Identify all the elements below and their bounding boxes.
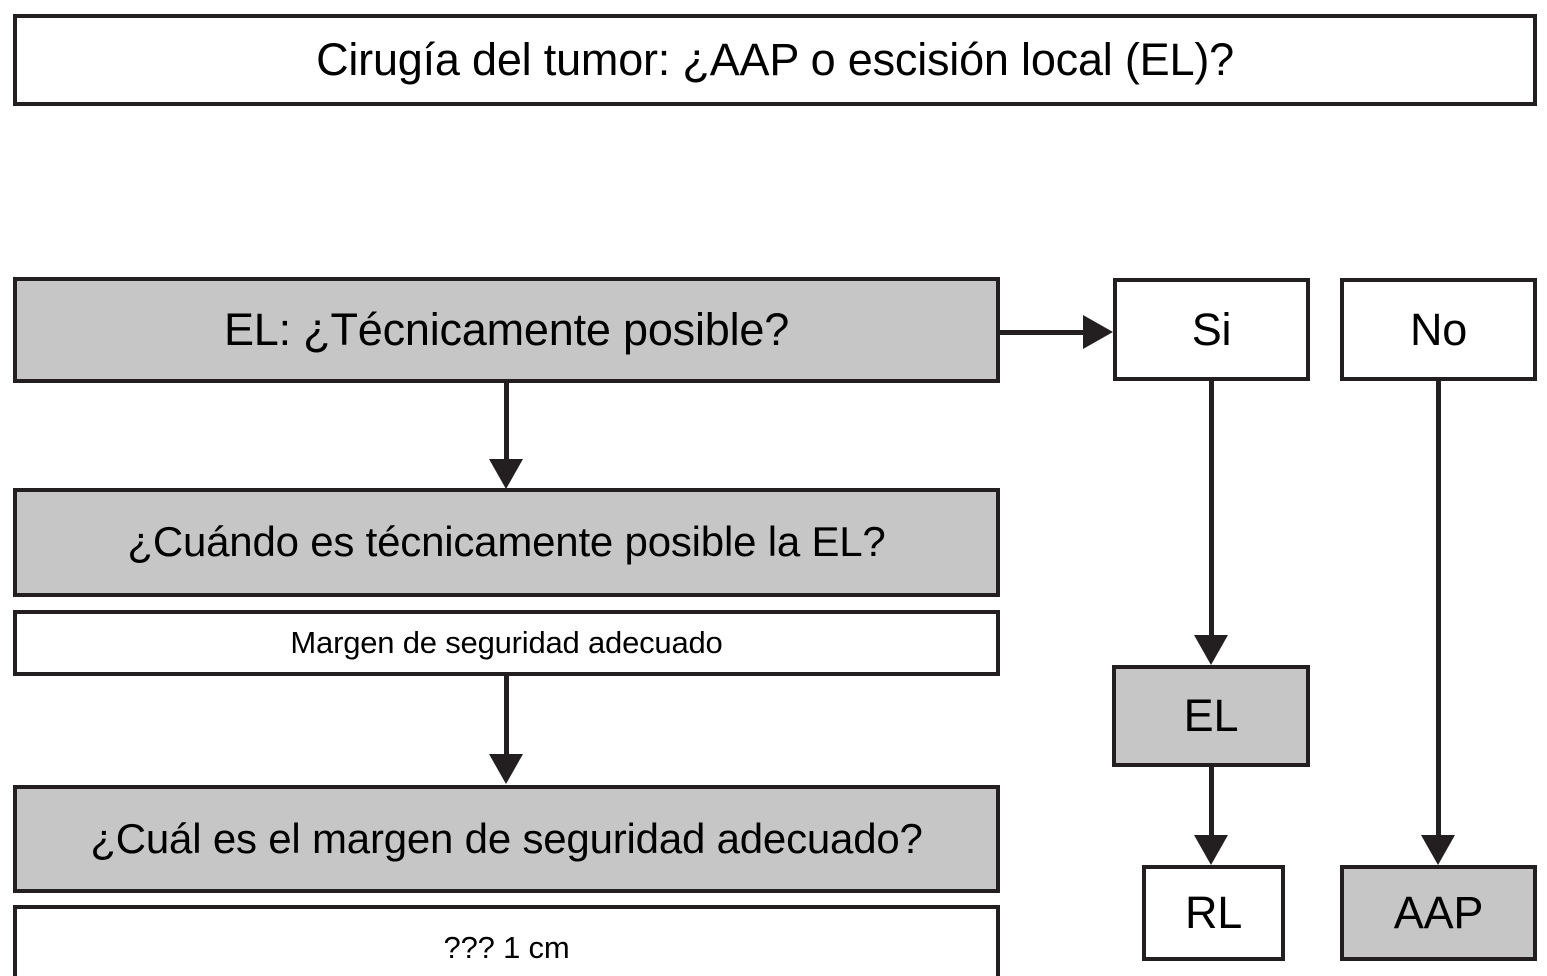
node-cuando-es-tecnicamente-posible: ¿Cuándo es técnicamente posible la EL? xyxy=(13,488,1000,597)
edge-el-to-rl-arrowhead xyxy=(1194,835,1228,865)
node-rl: RL xyxy=(1142,865,1285,961)
flowchart-title-box: Cirugía del tumor: ¿AAP o escisión local… xyxy=(13,14,1537,106)
node-el: EL xyxy=(1112,665,1310,767)
edge-a2-to-q3-arrowhead xyxy=(489,754,523,784)
node-no: No xyxy=(1340,278,1537,381)
edge-si-to-el-arrowhead xyxy=(1194,635,1228,665)
node-margen-valor: ??? 1 cm xyxy=(13,905,1000,976)
edge-si-to-el-line xyxy=(1209,381,1214,637)
edge-no-to-aap-line xyxy=(1436,381,1441,837)
node-aap: AAP xyxy=(1340,865,1537,961)
node-cual-es-el-margen-de-seguridad: ¿Cuál es el margen de seguridad adecuado… xyxy=(13,785,1000,893)
edge-q1-to-si-arrowhead xyxy=(1083,315,1113,349)
edge-el-to-rl-line xyxy=(1209,767,1214,837)
edge-q1-to-q2-line xyxy=(504,383,509,463)
edge-q1-to-q2-arrowhead xyxy=(489,459,523,489)
edge-a2-to-q3-line xyxy=(504,676,509,756)
node-margen-de-seguridad-adecuado: Margen de seguridad adecuado xyxy=(13,610,1000,676)
edge-q1-to-si-line xyxy=(1000,330,1085,335)
edge-no-to-aap-arrowhead xyxy=(1421,835,1455,865)
node-si: Si xyxy=(1113,278,1310,381)
node-el-tecnicamente-posible: EL: ¿Técnicamente posible? xyxy=(13,277,1000,383)
